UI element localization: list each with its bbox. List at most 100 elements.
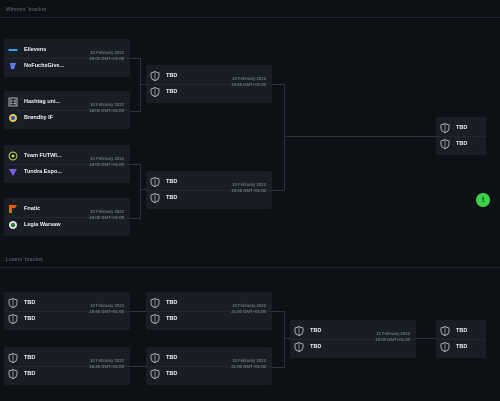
bracket-connector [284, 338, 290, 339]
team-name: NoFuchsGive... [24, 63, 65, 69]
bracket-connector [130, 58, 141, 112]
shield-icon [8, 314, 18, 324]
match-card-w2[interactable]: Hashtag uni... Brøndby IF 10 February 20… [4, 91, 130, 129]
shield-icon [150, 71, 160, 81]
match-date: 10 February 2022 [90, 50, 124, 55]
shield-icon [294, 326, 304, 336]
team-name: TBD [166, 355, 178, 361]
team-name: TBD [24, 371, 36, 377]
match-date: 10 February 2022 [90, 303, 124, 308]
team-row[interactable]: TBD [440, 138, 467, 150]
match-card-w1[interactable]: Ellevens NoFuchsGive... 10 February 2022… [4, 39, 130, 77]
team-name: Tundra Espo... [24, 169, 62, 175]
team-row[interactable]: Brøndby IF [8, 112, 53, 124]
losers-divider [0, 267, 500, 268]
bracket-connector [140, 84, 146, 85]
team-row[interactable]: TBD [150, 297, 177, 309]
match-card-w4[interactable]: Fnatic Legia Warsaw 10 February 2022 18:… [4, 198, 130, 236]
row-divider [146, 366, 272, 367]
match-card-l2[interactable]: TBD TBD 10 February 2022 19:45 GMT+01:00 [4, 347, 130, 385]
team-row[interactable]: TBD [440, 341, 467, 353]
team-name: Brøndby IF [24, 115, 54, 121]
team-row[interactable]: TBD [150, 313, 177, 325]
team-row[interactable]: TBD [150, 86, 177, 98]
row-divider [4, 58, 130, 59]
shield-icon [294, 342, 304, 352]
match-card-l6[interactable]: TBD TBD [436, 320, 486, 358]
match-card-w6[interactable]: TBD TBD 10 February 2022 19:45 GMT+01:00 [146, 171, 272, 209]
team-row[interactable]: TBD [150, 70, 177, 82]
team-name: TBD [456, 344, 468, 350]
bracket-connector [272, 311, 285, 368]
match-card-l3[interactable]: TBD TBD 10 February 2022 21:00 GMT+01:00 [146, 292, 272, 330]
team-name: TBD [24, 355, 36, 361]
team-row[interactable]: TBD [150, 176, 177, 188]
chat-button[interactable]: ! [476, 193, 490, 207]
shield-icon [150, 177, 160, 187]
match-card-w3[interactable]: Team FUTWI... Tundra Espo... 10 February… [4, 145, 130, 183]
match-schedule: 11 February 2022 18:00 GMT+01:00 [375, 331, 410, 343]
row-divider [436, 339, 486, 340]
tundra-logo-icon [8, 167, 18, 177]
bracket-connector [416, 338, 436, 339]
match-card-l4[interactable]: TBD TBD 10 February 2022 21:00 GMT+01:00 [146, 347, 272, 385]
team-row[interactable]: Hashtag uni... [8, 96, 60, 108]
team-row[interactable]: TBD [8, 313, 35, 325]
team-name: TBD [456, 328, 468, 334]
team-name: Ellevens [24, 47, 47, 53]
team-row[interactable]: Ellevens [8, 44, 46, 56]
team-row[interactable]: TBD [150, 192, 177, 204]
team-row[interactable]: TBD [8, 297, 35, 309]
shield-icon [440, 123, 450, 133]
match-schedule: 10 February 2022 18:00 GMT+01:00 [89, 50, 124, 62]
match-time: 19:45 GMT+01:00 [89, 364, 124, 369]
hashtag-logo-icon [8, 97, 18, 107]
team-row[interactable]: Legia Warsaw [8, 219, 60, 231]
losers-bracket-label: Losers' bracket [6, 257, 43, 263]
team-row[interactable]: Tundra Espo... [8, 166, 62, 178]
shield-icon [150, 298, 160, 308]
nofuchs-logo-icon [8, 61, 18, 71]
match-schedule: 10 February 2022 21:00 GMT+01:00 [231, 303, 266, 315]
match-schedule: 10 February 2022 18:00 GMT+01:00 [89, 209, 124, 221]
bracket-connector [130, 366, 146, 367]
match-card-l5[interactable]: TBD TBD 11 February 2022 18:00 GMT+01:00 [290, 320, 416, 358]
match-date: 11 February 2022 [376, 331, 410, 336]
team-row[interactable]: TBD [150, 352, 177, 364]
team-name: Fnatic [24, 206, 41, 212]
team-name: Hashtag uni... [24, 99, 61, 105]
row-divider [4, 164, 130, 165]
shield-icon [150, 87, 160, 97]
match-time: 19:45 GMT+01:00 [231, 82, 266, 87]
row-divider [146, 190, 272, 191]
match-schedule: 10 February 2022 18:00 GMT+01:00 [89, 156, 124, 168]
match-time: 18:00 GMT+01:00 [375, 337, 410, 342]
row-divider [290, 339, 416, 340]
team-row[interactable]: Fnatic [8, 203, 40, 215]
shield-icon [440, 139, 450, 149]
team-row[interactable]: NoFuchsGive... [8, 60, 64, 72]
team-row[interactable]: Team FUTWI... [8, 150, 61, 162]
match-time: 21:00 GMT+01:00 [231, 309, 266, 314]
shield-icon [440, 326, 450, 336]
match-card-w7[interactable]: TBD TBD [436, 117, 486, 155]
team-row[interactable]: TBD [440, 122, 467, 134]
row-divider [4, 110, 130, 111]
match-card-l1[interactable]: TBD TBD 10 February 2022 19:45 GMT+01:00 [4, 292, 130, 330]
team-row[interactable]: TBD [294, 341, 321, 353]
team-row[interactable]: TBD [8, 368, 35, 380]
bracket-connector [130, 164, 141, 219]
team-name: TBD [456, 125, 468, 131]
team-row[interactable]: TBD [8, 352, 35, 364]
team-row[interactable]: TBD [294, 325, 321, 337]
row-divider [146, 84, 272, 85]
futwiz-logo-icon [8, 151, 18, 161]
team-name: TBD [166, 316, 178, 322]
match-time: 18:00 GMT+01:00 [89, 108, 124, 113]
team-row[interactable]: TBD [150, 368, 177, 380]
match-card-w5[interactable]: TBD TBD 10 February 2022 19:45 GMT+01:00 [146, 65, 272, 103]
team-row[interactable]: TBD [440, 325, 467, 337]
team-name: TBD [166, 371, 178, 377]
match-schedule: 10 February 2022 19:45 GMT+01:00 [89, 358, 124, 370]
match-time: 18:00 GMT+01:00 [89, 215, 124, 220]
